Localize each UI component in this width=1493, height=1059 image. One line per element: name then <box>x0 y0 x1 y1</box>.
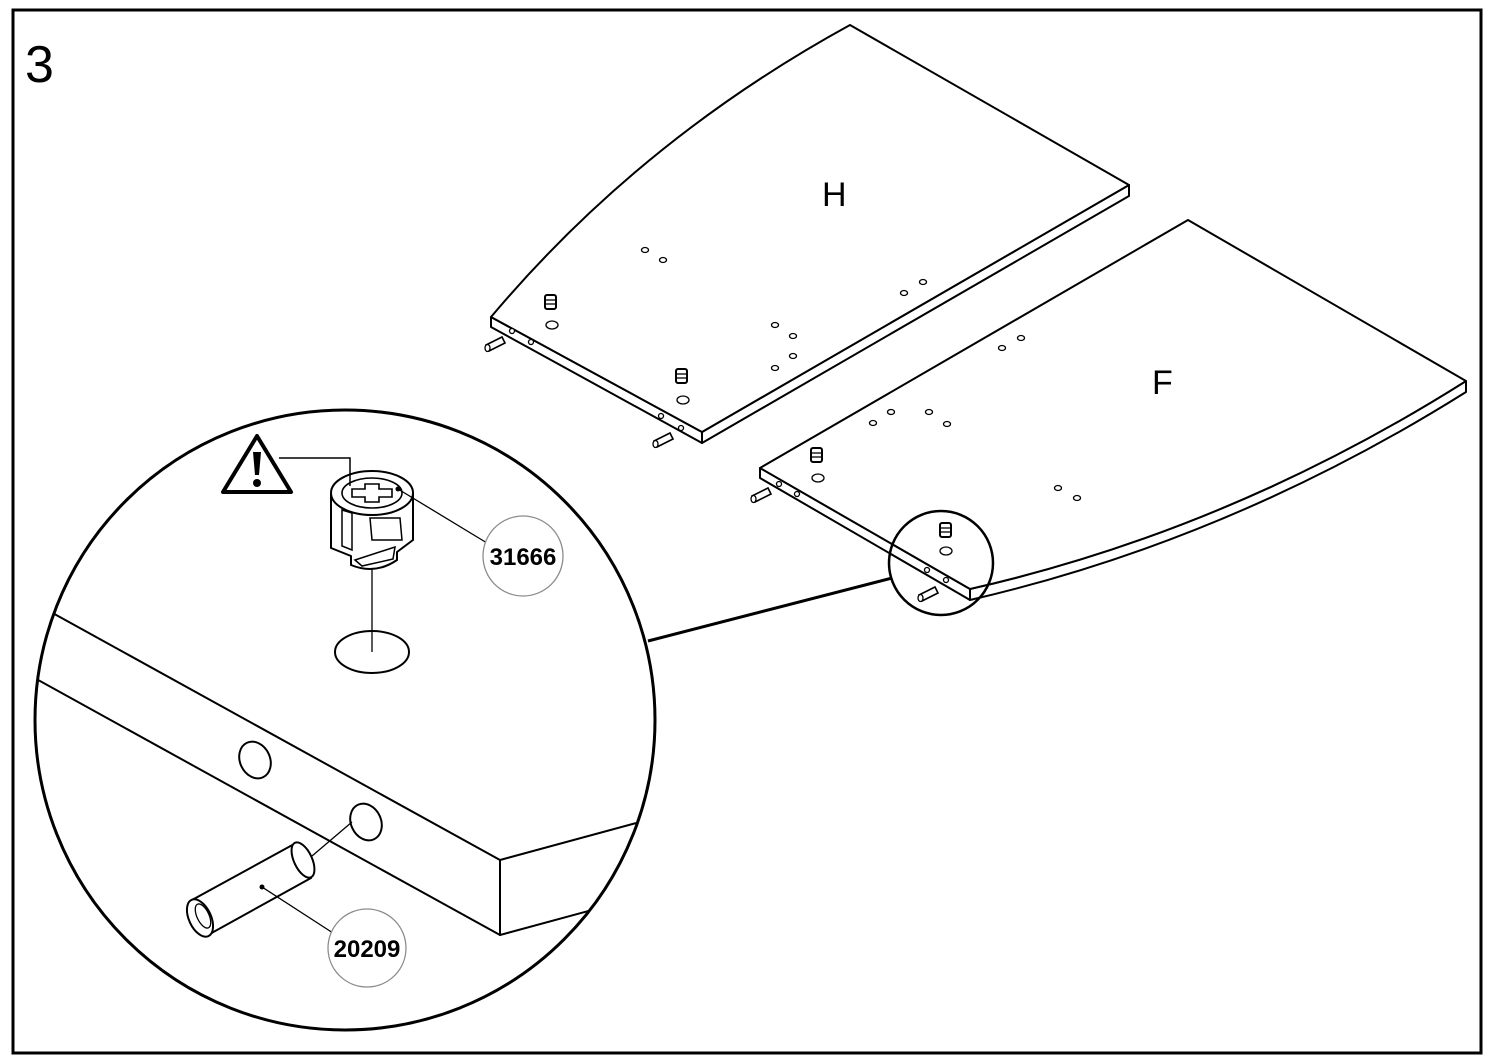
dowel-icon <box>185 841 316 938</box>
cam-lock-icon <box>810 447 823 463</box>
panel-h: H <box>484 24 1130 449</box>
edge-hole <box>349 802 383 842</box>
page-frame <box>11 8 1483 1055</box>
dowel-part-code: 20209 <box>334 936 401 963</box>
cam-lock-icon <box>544 294 557 310</box>
detail-connector-line <box>647 576 893 643</box>
cam-lock-icon <box>330 470 414 570</box>
step-number: 3 <box>25 36 54 94</box>
dowel-icon <box>750 486 773 504</box>
dowel-icon <box>917 585 940 603</box>
callout-leader-31666 <box>397 488 488 544</box>
cam-lock-icon <box>675 368 688 384</box>
panel-f-label: F <box>1152 364 1173 402</box>
callout-circle-31666 <box>482 515 564 597</box>
panel-h-label: H <box>822 176 847 214</box>
dowel-icon <box>484 335 507 353</box>
callout-leader-20209 <box>261 886 334 934</box>
warning-triangle-icon <box>221 434 293 494</box>
edge-hole <box>238 740 272 780</box>
panel-h-holes <box>508 246 928 432</box>
detail-marker-circle <box>887 509 995 617</box>
dowel-icon <box>652 431 675 449</box>
cam-lock-part-code: 31666 <box>490 544 557 571</box>
cam-lock-icon <box>939 522 952 538</box>
panel-f-holes <box>775 334 1082 584</box>
warning-leader-line <box>279 457 351 486</box>
callout-circle-20209 <box>327 908 407 988</box>
panel-f: F <box>750 219 1467 603</box>
